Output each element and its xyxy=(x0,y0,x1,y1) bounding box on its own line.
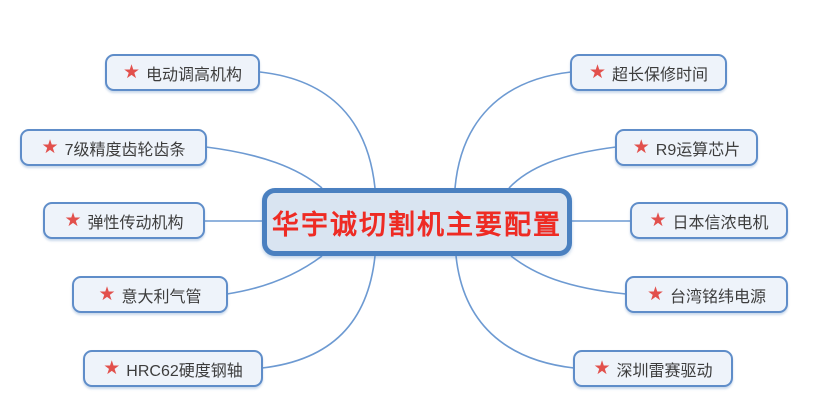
connector-right-5 xyxy=(455,255,575,369)
node-label: 超长保修时间 xyxy=(612,66,709,84)
connector-right-2 xyxy=(508,146,617,189)
connector-left-2 xyxy=(205,146,323,189)
star-icon: ★ xyxy=(41,137,59,158)
connector-right-1 xyxy=(454,71,572,189)
star-icon: ★ xyxy=(122,62,141,83)
star-icon: ★ xyxy=(649,210,667,231)
left-node-elastic-transmission[interactable]: ★ 弹性传动机构 xyxy=(43,202,205,239)
node-label: HRC62硬度钢轴 xyxy=(126,362,243,380)
right-node-r9-chip[interactable]: ★ R9运算芯片 xyxy=(615,129,758,166)
connector-left-5 xyxy=(261,255,376,369)
node-label: 弹性传动机构 xyxy=(87,214,184,232)
right-node-shinano-motor[interactable]: ★ 日本信浓电机 xyxy=(630,202,788,239)
node-label: 深圳雷赛驱动 xyxy=(616,362,713,380)
node-label: 电动调高机构 xyxy=(146,66,243,84)
center-topic-node[interactable]: 华宇诚切割机主要配置 xyxy=(262,188,572,256)
left-node-italian-air-pipe[interactable]: ★ 意大利气管 xyxy=(72,276,228,313)
left-node-hrc62-steel-shaft[interactable]: ★ HRC62硬度钢轴 xyxy=(83,350,263,387)
star-icon: ★ xyxy=(64,210,82,231)
left-node-electric-height-adjust[interactable]: ★ 电动调高机构 xyxy=(105,54,260,91)
node-label: 意大利气管 xyxy=(121,288,202,306)
star-icon: ★ xyxy=(98,284,116,305)
star-icon: ★ xyxy=(593,358,611,379)
right-node-long-warranty[interactable]: ★ 超长保修时间 xyxy=(570,54,727,91)
node-label: 台湾铭纬电源 xyxy=(670,288,767,306)
star-icon: ★ xyxy=(103,358,121,379)
connector-left-4 xyxy=(226,255,323,295)
node-label: R9运算芯片 xyxy=(655,141,741,159)
connector-left-1 xyxy=(259,71,376,189)
center-topic-label: 华宇诚切割机主要配置 xyxy=(272,209,562,240)
node-label: 日本信浓电机 xyxy=(672,214,769,232)
right-node-mingwei-power[interactable]: ★ 台湾铭纬电源 xyxy=(625,276,788,313)
star-icon: ★ xyxy=(632,137,650,158)
star-icon: ★ xyxy=(588,62,607,83)
left-node-gear-rack[interactable]: ★ 7级精度齿轮齿条 xyxy=(20,129,207,166)
node-label: 7级精度齿轮齿条 xyxy=(64,141,186,159)
star-icon: ★ xyxy=(646,284,665,305)
connector-right-4 xyxy=(510,255,627,295)
right-node-leadshine-drive[interactable]: ★ 深圳雷赛驱动 xyxy=(573,350,733,387)
